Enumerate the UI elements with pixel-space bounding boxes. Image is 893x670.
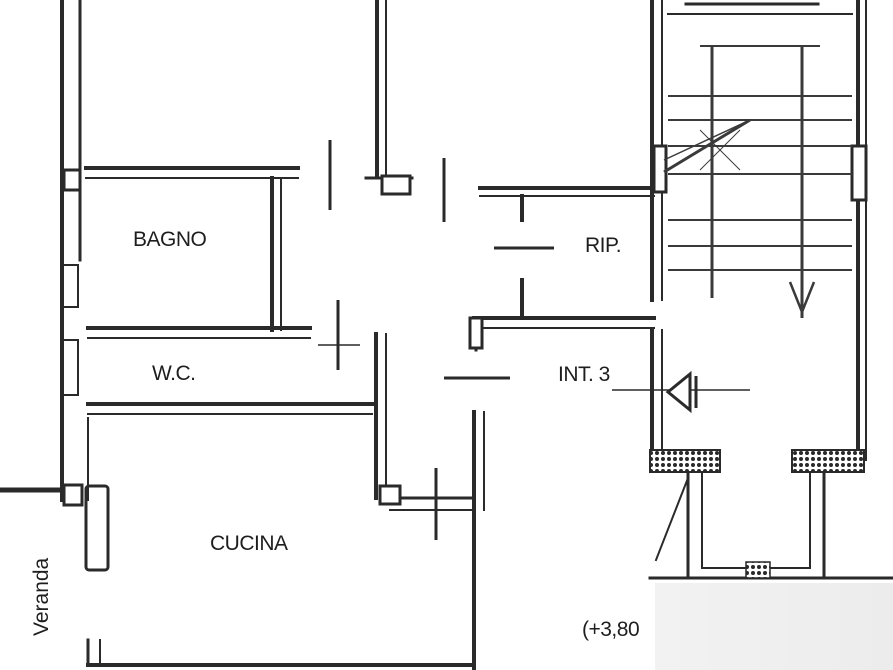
veranda-label: Veranda	[30, 557, 53, 636]
room-label-rip: RIP.	[585, 234, 622, 257]
room-label-cucina: CUCINA	[210, 532, 288, 555]
faded-corner	[655, 583, 893, 670]
room-label-bagno: BAGNO	[133, 228, 207, 251]
level-label: (+3,80	[582, 618, 640, 641]
stair-landing-hatch	[649, 449, 865, 579]
unit-label-int: INT. 3	[558, 363, 610, 386]
room-label-wc: W.C.	[152, 362, 196, 385]
column-nodes	[62, 144, 868, 507]
entrance-door-symbol	[612, 370, 750, 414]
staircase	[663, 45, 852, 318]
window-marks	[61, 140, 554, 572]
